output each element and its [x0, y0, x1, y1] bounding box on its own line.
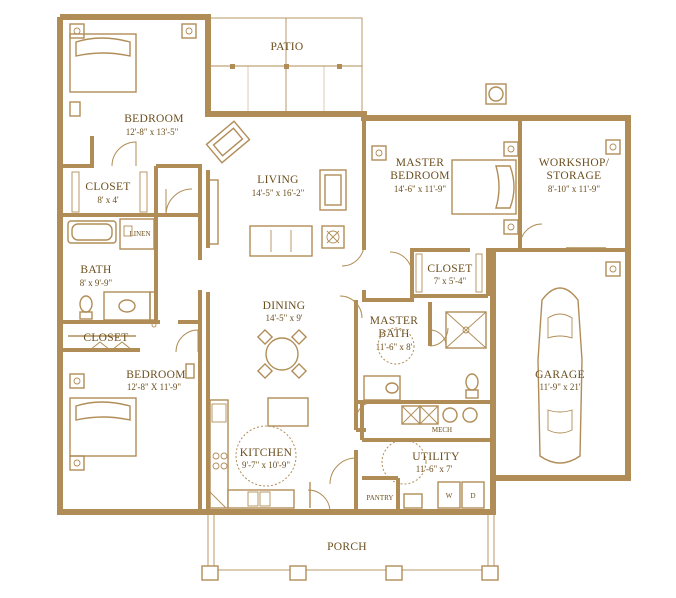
master-bath: MASTER BATH 11'-6" x 8'	[355, 311, 487, 421]
master-bedroom-name-1: MASTER	[396, 157, 444, 169]
bedroom-2-name: BEDROOM	[126, 369, 186, 381]
living-name: LIVING	[257, 174, 298, 186]
living-dims: 14'-5" x 16'-2"	[252, 188, 305, 198]
dryer-label: D	[470, 492, 475, 500]
mech-room: MECH	[401, 405, 478, 434]
bedroom-1-dims: 12'-8" x 13'-5"	[126, 127, 179, 137]
living: LIVING 14'-5" x 16'-2"	[205, 120, 347, 257]
mech-label: MECH	[432, 426, 452, 434]
master-bath-dims: 11'-6" x 8'	[376, 342, 413, 352]
master-bedroom-name-2: BEDROOM	[390, 170, 450, 182]
bedroom-2-dims: 12'-8" X 11'-9"	[127, 382, 182, 392]
kitchen: KITCHEN 9'-7" x 10'-9"	[209, 399, 311, 509]
workshop: WORKSHOP/ STORAGE 8'-10" x 11'-9"	[519, 139, 621, 249]
pantry: PANTRY	[329, 457, 394, 502]
linen-label: LINEN	[130, 230, 151, 238]
patio: PATIO	[209, 17, 363, 113]
workshop-name-1: WORKSHOP/	[539, 157, 610, 169]
utility-dims: 11'-6" x 7'	[416, 464, 453, 474]
closet-3-dims: 7' x 5'-4"	[434, 276, 467, 286]
dining: DINING 14'-5" x 9'	[256, 243, 365, 427]
master-bedroom-dims: 14'-6" x 11'-9"	[394, 184, 447, 194]
dining-dims: 14'-5" x 9'	[266, 313, 303, 323]
porch: PORCH	[201, 489, 499, 581]
linen: LINEN	[123, 225, 151, 238]
utility: UTILITY 11'-6" x 7' W D	[381, 439, 485, 509]
bedroom-1: BEDROOM 12'-8" x 13'-5"	[69, 23, 197, 167]
garage: GARAGE 11'-9" x 21'	[535, 261, 621, 464]
pantry-label: PANTRY	[367, 494, 394, 502]
bedroom-1-name: BEDROOM	[124, 113, 184, 125]
porch-label: PORCH	[327, 541, 367, 553]
workshop-dims: 8'-10" x 11'-9"	[548, 184, 601, 194]
master-bedroom: MASTER BEDROOM 14'-6" x 11'-9"	[371, 141, 519, 275]
exterior-walls	[57, 14, 631, 515]
master-closet: CLOSET 7' x 5'-4"	[415, 253, 483, 293]
master-bath-name-1: MASTER	[370, 315, 418, 327]
utility-name: UTILITY	[412, 451, 460, 463]
closet-1-dims: 8' x 4'	[97, 195, 119, 205]
closet-2: CLOSET	[68, 329, 199, 353]
closet-2-name: CLOSET	[83, 332, 128, 344]
dining-name: DINING	[263, 300, 306, 312]
closet-3-name: CLOSET	[427, 263, 472, 275]
workshop-name-2: STORAGE	[547, 170, 602, 182]
ac-unit-icon	[485, 83, 507, 105]
bath: BATH 8' x 9'-9"	[67, 220, 157, 328]
car-icon	[537, 287, 583, 464]
interior-walls	[62, 118, 630, 512]
kitchen-dims: 9'-7" x 10'-9"	[242, 460, 290, 470]
closet-1: CLOSET 8' x 4'	[71, 171, 148, 213]
kitchen-name: KITCHEN	[240, 447, 293, 459]
garage-dims: 11'-9" x 21'	[539, 382, 580, 392]
bedroom-2: BEDROOM 12'-8" X 11'-9"	[69, 363, 195, 471]
washer-label: W	[446, 492, 453, 500]
garage-name: GARAGE	[535, 369, 585, 381]
patio-label: PATIO	[270, 41, 303, 53]
bath-dims: 8' x 9'-9"	[80, 278, 113, 288]
closet-1-name: CLOSET	[85, 181, 130, 193]
bath-name: BATH	[80, 264, 111, 276]
